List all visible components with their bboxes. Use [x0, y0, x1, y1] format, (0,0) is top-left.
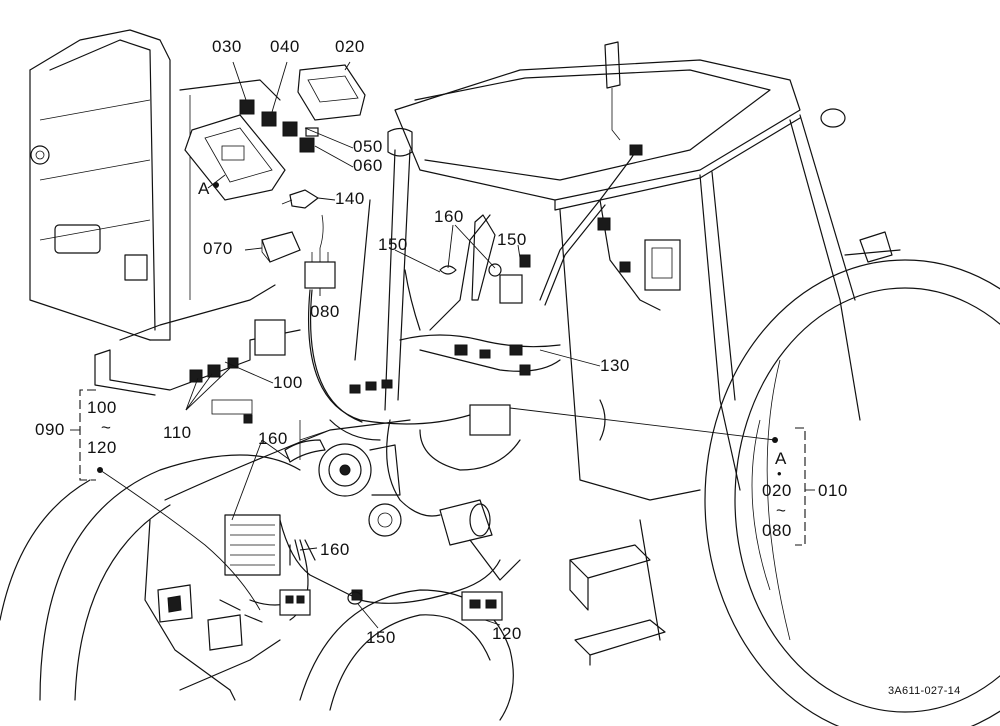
leader-lines: [97, 61, 778, 629]
callout-150-top-left: 150: [378, 235, 408, 254]
hood-and-engine: [144, 419, 521, 701]
part-080-relay: [304, 214, 336, 289]
callout-050: 050: [353, 137, 383, 156]
part-fuse-box-A: [184, 114, 286, 201]
cab-structure: [354, 41, 901, 501]
callout-030: 030: [212, 37, 242, 56]
callout-080: 080: [310, 302, 340, 321]
range-left-to: 120: [87, 438, 117, 457]
range-left-outer: 090: [35, 420, 65, 439]
range-right-mark: A: [775, 449, 787, 468]
callout-130: 130: [600, 356, 630, 375]
part-020-fuse-cover: [297, 64, 366, 121]
callout-100-mid: 100: [273, 373, 303, 392]
wiring-harness: [189, 144, 681, 623]
ref-mark-A-top: A: [198, 179, 210, 198]
part-140-sensor: [281, 189, 320, 209]
range-left-tilde: ~: [101, 418, 112, 437]
callout-110: 110: [163, 423, 192, 442]
callout-150-top-right: 150: [497, 230, 527, 249]
front-wheel-right: [299, 589, 514, 721]
range-right-to: 080: [762, 521, 792, 540]
part-070-relay: [261, 231, 301, 263]
range-right-from: 020: [762, 481, 792, 500]
callout-070: 070: [203, 239, 233, 258]
callout-160-low: 160: [320, 540, 350, 559]
callout-120-bottom: 120: [492, 624, 522, 643]
drawing-code: 3A611-027-14: [888, 685, 961, 697]
callout-060: 060: [353, 156, 383, 175]
part-relay-030-040: [239, 99, 319, 153]
range-bracket-right: [795, 427, 815, 546]
callout-140: 140: [335, 189, 365, 208]
callout-160-mid: 160: [258, 429, 288, 448]
range-bracket-left: [70, 389, 96, 481]
range-left-from: 100: [87, 398, 117, 417]
side-panel-upper-left: [29, 29, 281, 341]
callout-040: 040: [270, 37, 300, 56]
range-right-dot: •: [777, 466, 783, 481]
rear-wheel-right: [704, 259, 1000, 726]
callout-150-bottom: 150: [366, 628, 396, 647]
lower-bracket: [94, 284, 301, 396]
cab-steps: [569, 519, 666, 666]
callout-160-top: 160: [434, 207, 464, 226]
front-wheel-left: [0, 454, 301, 701]
callout-010: 010: [818, 481, 848, 500]
range-right-tilde: ~: [776, 501, 787, 520]
callout-020: 020: [335, 37, 365, 56]
